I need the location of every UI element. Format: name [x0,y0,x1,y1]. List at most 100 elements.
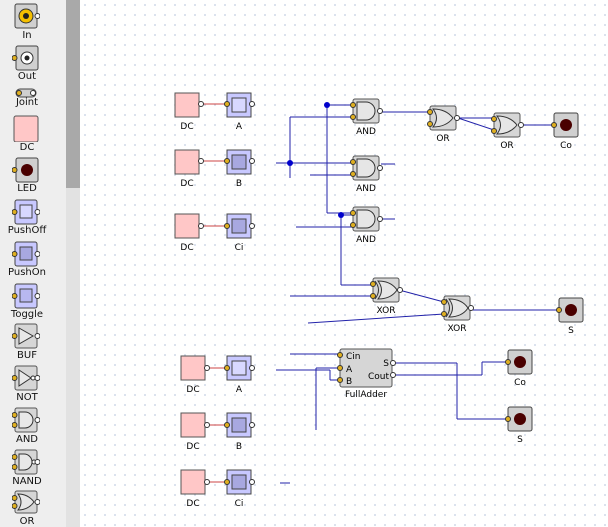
palette-item-nand[interactable]: NAND [0,446,54,488]
dc-label: DC [180,122,193,132]
dc-label: DC [186,385,199,395]
gate-label: AND [356,235,376,245]
fulladder-pin-b: B [346,377,352,387]
palette-item-led[interactable]: LED [0,154,54,194]
xor-gate[interactable]: XOR [441,295,474,334]
gate-label: AND [356,184,376,194]
dc-source[interactable]: DC [174,213,204,253]
led-s[interactable]: S [556,297,584,336]
palette-item-not[interactable]: NOT [0,362,54,404]
switch-label: B [236,179,242,189]
palette-item-or[interactable]: OR [0,487,54,527]
toggle-icon [12,283,40,309]
pushoff-icon [12,199,40,225]
led-co[interactable]: Co [551,112,579,151]
palette-label: In [22,30,32,41]
dc-label: DC [180,179,193,189]
gate-label: AND [356,127,376,137]
fulladder-pin-a: A [346,365,353,375]
palette-item-and[interactable]: AND [0,404,54,446]
palette-label: PushOff [7,225,47,236]
fulladder-pin-cin: Cin [346,352,361,362]
wire-junction [287,160,293,166]
led-s[interactable]: S [505,406,533,445]
dc-source[interactable]: DC [174,149,204,189]
palette-item-joint[interactable]: Joint [0,84,54,110]
circuit-canvas[interactable] [80,0,608,527]
switch-label: A [236,385,243,395]
or-gate[interactable]: OR [491,112,524,151]
dc-label: DC [186,442,199,452]
not-gate-icon [12,365,40,391]
palette-label: LED [17,183,37,194]
led-label: Co [560,141,572,151]
led-icon [12,157,39,183]
led-co[interactable]: Co [505,349,533,388]
component-palette: In Out Joint DC LED [0,0,67,527]
switch-ci[interactable]: Ci [224,213,255,253]
palette-item-toggle[interactable]: Toggle [0,280,54,320]
switch-label: Ci [235,499,244,509]
full-adder[interactable]: Cin A B S Cout FullAdder [337,348,396,400]
palette-item-buf[interactable]: BUF [0,320,54,362]
switch-ci[interactable]: Ci [224,469,255,509]
joint-icon [15,88,37,98]
switch-label: Ci [235,243,244,253]
palette-label: Out [17,71,37,82]
palette-item-in[interactable]: In [0,0,54,42]
switch-a[interactable]: A [224,92,255,132]
palette-item-pushoff[interactable]: PushOff [0,196,54,236]
fulladder-pin-s: S [383,359,389,369]
fulladder-pin-cout: Cout [368,372,389,382]
pushon-icon [12,241,40,267]
led-label: S [517,435,523,445]
dc-source[interactable]: DC [180,469,210,509]
and-gate[interactable]: AND [350,155,383,194]
dc-label: DC [180,243,193,253]
switch-label: B [236,442,242,452]
dc-source[interactable]: DC [174,92,204,132]
wire-junction [324,102,330,108]
buffer-gate-icon [12,323,40,349]
palette-item-out[interactable]: Out [0,42,54,82]
wire-junction [338,212,344,218]
and-gate[interactable]: AND [350,98,383,137]
palette-label: Joint [15,97,39,108]
palette-label: OR [19,516,35,527]
led-label: S [568,326,574,336]
palette-item-dc[interactable]: DC [0,112,54,154]
palette-label: AND [15,434,39,445]
switch-b[interactable]: B [224,149,255,189]
in-icon [14,3,40,29]
wires [201,103,558,484]
palette-label: NOT [16,392,38,403]
fulladder-label: FullAdder [345,390,387,400]
palette-label: DC [19,142,35,153]
dc-label: DC [186,499,199,509]
palette-item-pushon[interactable]: PushOn [0,238,54,278]
or-gate[interactable]: OR [427,105,460,144]
switch-a[interactable]: A [224,355,255,395]
palette-label: Toggle [10,309,44,320]
switch-label: A [236,122,243,132]
xor-gate[interactable]: XOR [370,277,403,316]
dc-source[interactable]: DC [180,412,210,452]
out-icon [12,45,39,71]
and-gate[interactable]: AND [350,206,383,245]
palette-label: PushOn [8,267,46,278]
palette-label: NAND [12,476,42,487]
led-label: Co [514,378,526,388]
dc-icon [13,115,39,142]
gate-label: XOR [377,306,396,316]
switch-b[interactable]: B [224,412,255,452]
dc-source[interactable]: DC [180,355,210,395]
gate-label: OR [500,141,513,151]
nand-gate-icon [12,449,40,475]
or-gate-icon [12,490,40,514]
and-gate-icon [12,407,40,433]
gate-label: XOR [448,324,467,334]
palette-scrollbar-thumb[interactable] [66,0,80,188]
palette-label: BUF [17,350,37,361]
gate-label: OR [436,134,449,144]
